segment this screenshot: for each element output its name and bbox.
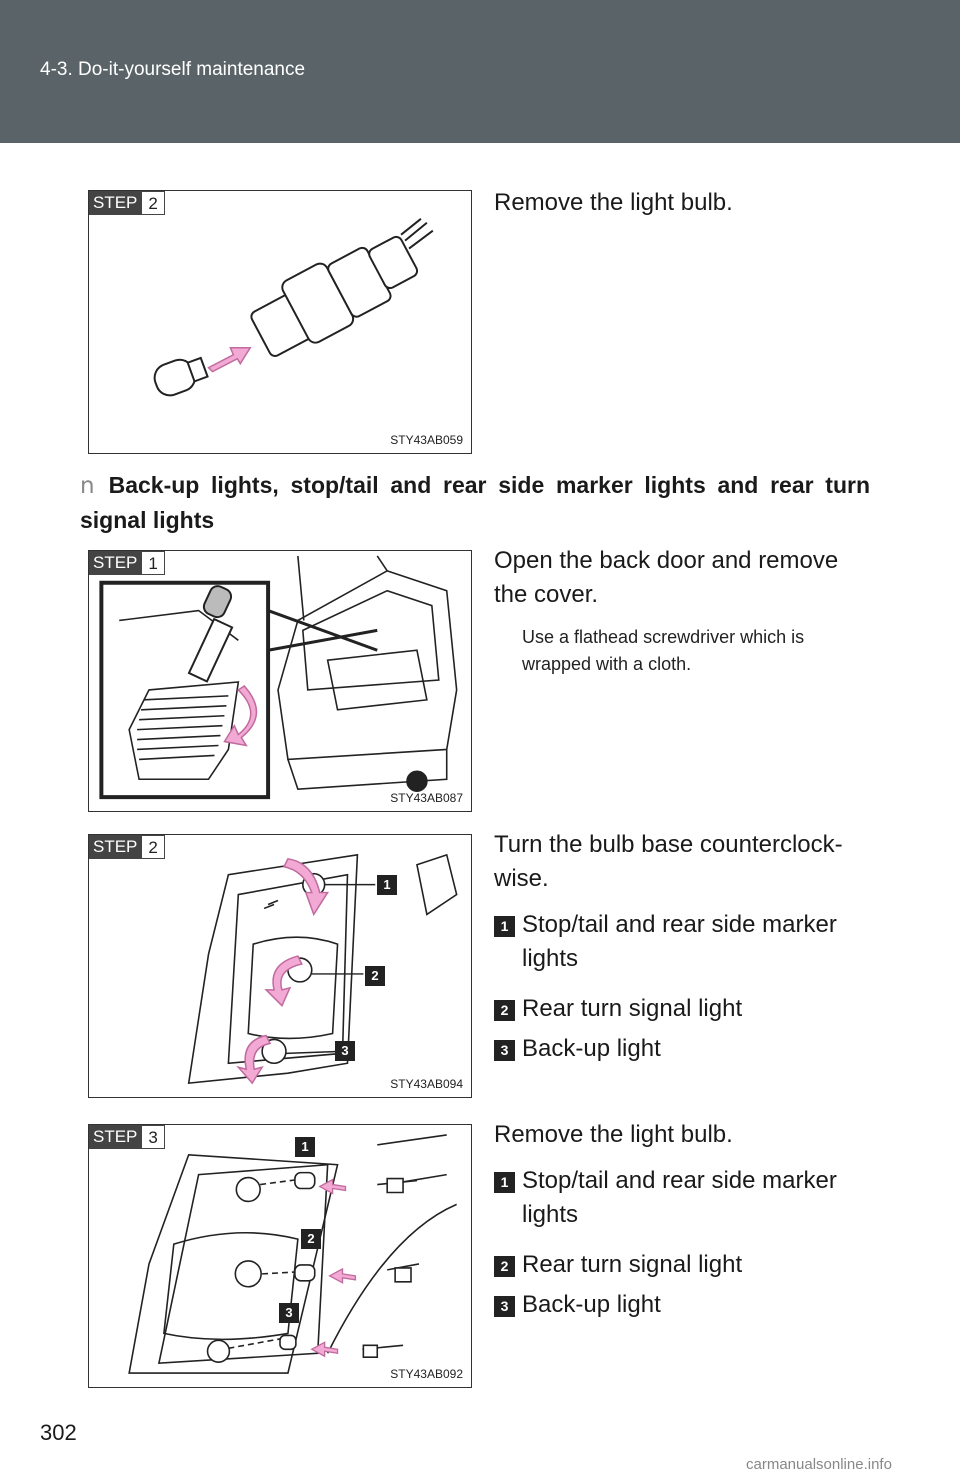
back-door-illustration	[99, 555, 458, 800]
callout-2: 2	[301, 1229, 321, 1249]
step-label: STEP	[89, 191, 143, 215]
number-icon: 1	[494, 916, 515, 937]
list-item: 3 Back-up light	[494, 1032, 866, 1066]
page-header: 4-3. Do-it-yourself maintenance	[0, 0, 960, 143]
list-item-label: Back-up light	[522, 1035, 661, 1062]
step-instruction: Remove the light bulb.	[494, 1121, 733, 1148]
step-instruction: Open the back door and remove the cover.	[494, 547, 839, 608]
list-item: 2 Rear turn signal light	[494, 1248, 866, 1282]
step-instruction: Turn the bulb base counterclock-wise.	[494, 831, 843, 892]
figure-code: STY43AB059	[390, 433, 463, 447]
list-item: 1 Stop/tail and rear side marker lights	[494, 1164, 866, 1232]
callout-3: 3	[335, 1041, 355, 1061]
figure-turn-bulb-base: 1 2 3 STEP 2 STY43AB094	[88, 834, 472, 1098]
step-instruction: Remove the light bulb.	[494, 189, 733, 216]
page-number: 302	[40, 1420, 77, 1445]
step-note: Use a flathead screwdriver which is wrap…	[522, 627, 805, 674]
step-number: 3	[142, 1125, 165, 1149]
step-number: 1	[142, 551, 165, 575]
step-badge: STEP 2	[89, 835, 165, 859]
step-label: STEP	[89, 835, 143, 859]
bulb-base-illustration	[187, 853, 458, 1085]
list-item-label: Back-up light	[522, 1291, 661, 1318]
figure-code: STY43AB094	[390, 1077, 463, 1091]
section-breadcrumb: 4-3. Do-it-yourself maintenance	[40, 59, 306, 80]
list-item: 3 Back-up light	[494, 1288, 866, 1322]
list-item-label: Rear turn signal light	[522, 1251, 743, 1278]
step-badge: STEP 2	[89, 191, 165, 215]
callout-1: 1	[377, 875, 397, 895]
heading-text: Back-up lights, stop/tail and rear side …	[80, 472, 870, 533]
step-label: STEP	[89, 551, 143, 575]
figure-code: STY43AB087	[390, 791, 463, 805]
list-item: 2 Rear turn signal light	[494, 992, 866, 1026]
step-number: 2	[142, 191, 165, 215]
list-item-label: Rear turn signal light	[522, 995, 743, 1022]
bullet-icon: n	[80, 473, 95, 499]
figure-remove-bulbs: 1 2 3 STEP 3 STY43AB092	[88, 1124, 472, 1388]
number-icon: 3	[494, 1296, 515, 1317]
watermark: carmanualsonline.info	[746, 1456, 892, 1473]
callout-3: 3	[279, 1303, 299, 1323]
list-item-label: Stop/tail and rear side marker lights	[522, 1167, 837, 1228]
number-icon: 1	[494, 1172, 515, 1193]
bulb-illustration	[153, 218, 434, 397]
step-number: 2	[142, 835, 165, 859]
step-badge: STEP 1	[89, 551, 165, 575]
callout-2: 2	[365, 966, 385, 986]
remove-bulbs-illustration	[128, 1134, 457, 1374]
list-item-label: Stop/tail and rear side marker lights	[522, 911, 837, 972]
step-label: STEP	[89, 1125, 143, 1149]
figure-open-back-door: STEP 1 STY43AB087	[88, 550, 472, 812]
number-icon: 3	[494, 1040, 515, 1061]
number-icon: 2	[494, 1256, 515, 1277]
callout-1: 1	[295, 1137, 315, 1157]
step-badge: STEP 3	[89, 1125, 165, 1149]
figure-code: STY43AB092	[390, 1367, 463, 1381]
figure-remove-bulb: STEP 2 STY43AB059	[88, 190, 472, 454]
number-icon: 2	[494, 1000, 515, 1021]
list-item: 1 Stop/tail and rear side marker lights	[494, 908, 866, 976]
